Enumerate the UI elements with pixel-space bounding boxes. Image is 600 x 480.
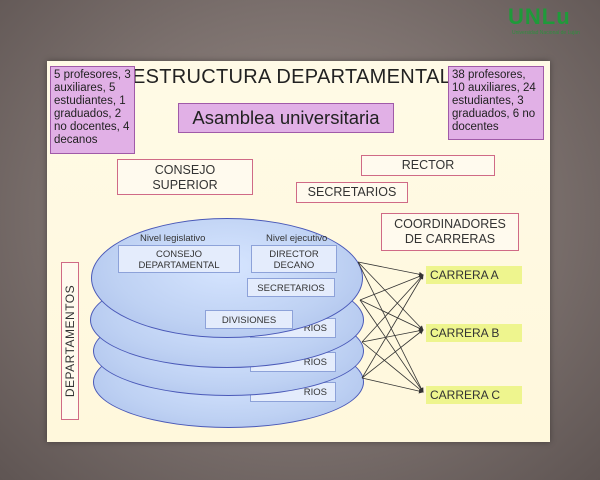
connector (361, 274, 424, 379)
connector (361, 328, 424, 343)
connector (357, 261, 424, 331)
director-decano-box: DIRECTOR DECANO (251, 245, 337, 273)
coordinadores-label: COORDINADORES DE CARRERAS (394, 217, 506, 246)
consejo-superior-box: CONSEJO SUPERIOR (117, 159, 253, 195)
consejo-superior-label: CONSEJO SUPERIOR (152, 163, 218, 192)
carrera-b-box: CARRERA B (426, 324, 522, 342)
connector (359, 274, 424, 301)
connector (357, 261, 424, 277)
diagram-title: ESTRUCTURA DEPARTAMENTAL (132, 66, 452, 88)
peek-label-2: RIOS (303, 357, 327, 368)
logo-text: UNLu (508, 4, 571, 29)
peek-label-1: RIOS (303, 323, 327, 334)
consejo-superior-composition-note: 5 profesores, 3 auxiliares, 5 estudiante… (50, 66, 135, 154)
coordinadores-box: COORDINADORES DE CARRERAS (381, 213, 519, 251)
consejo-departamental-box: CONSEJO DEPARTAMENTAL (118, 245, 240, 273)
peek-label-3: RIOS (303, 387, 327, 398)
rector-label: RECTOR (401, 158, 455, 172)
carrera-c-box: CARRERA C (426, 386, 522, 404)
consejo-departamental-label: CONSEJO DEPARTAMENTAL (138, 249, 220, 271)
asamblea-universitaria-box: Asamblea universitaria (178, 103, 394, 133)
unlu-logo: UNLu Universidad Nacional de Luján (500, 4, 596, 38)
connector (357, 261, 424, 393)
secretarios-inner-box: SECRETARIOS (247, 278, 335, 297)
connector (359, 299, 424, 393)
nivel-legislativo-label: Nivel legislativo (140, 233, 206, 244)
connector (359, 299, 424, 331)
asamblea-composition-note: 38 profesores, 10 auxiliares, 24 estudia… (448, 66, 544, 140)
secretarios-box: SECRETARIOS (296, 182, 408, 203)
divisiones-box: DIVISIONES (205, 310, 293, 329)
divisiones-label: DIVISIONES (221, 315, 277, 326)
connector (361, 329, 424, 379)
connector (361, 341, 424, 393)
nivel-ejecutivo-label: Nivel ejecutivo (266, 233, 328, 244)
connector (361, 274, 424, 343)
rector-box: RECTOR (361, 155, 495, 176)
connector (361, 377, 424, 394)
carrera-a-box: CARRERA A (426, 266, 522, 284)
logo-subtitle: Universidad Nacional de Luján (512, 30, 580, 36)
departamentos-box: DEPARTAMENTOS (61, 262, 79, 420)
secretarios-label: SECRETARIOS (307, 185, 397, 199)
secretarios-inner-label: SECRETARIOS (257, 283, 325, 294)
director-decano-label: DIRECTOR DECANO (269, 249, 319, 271)
